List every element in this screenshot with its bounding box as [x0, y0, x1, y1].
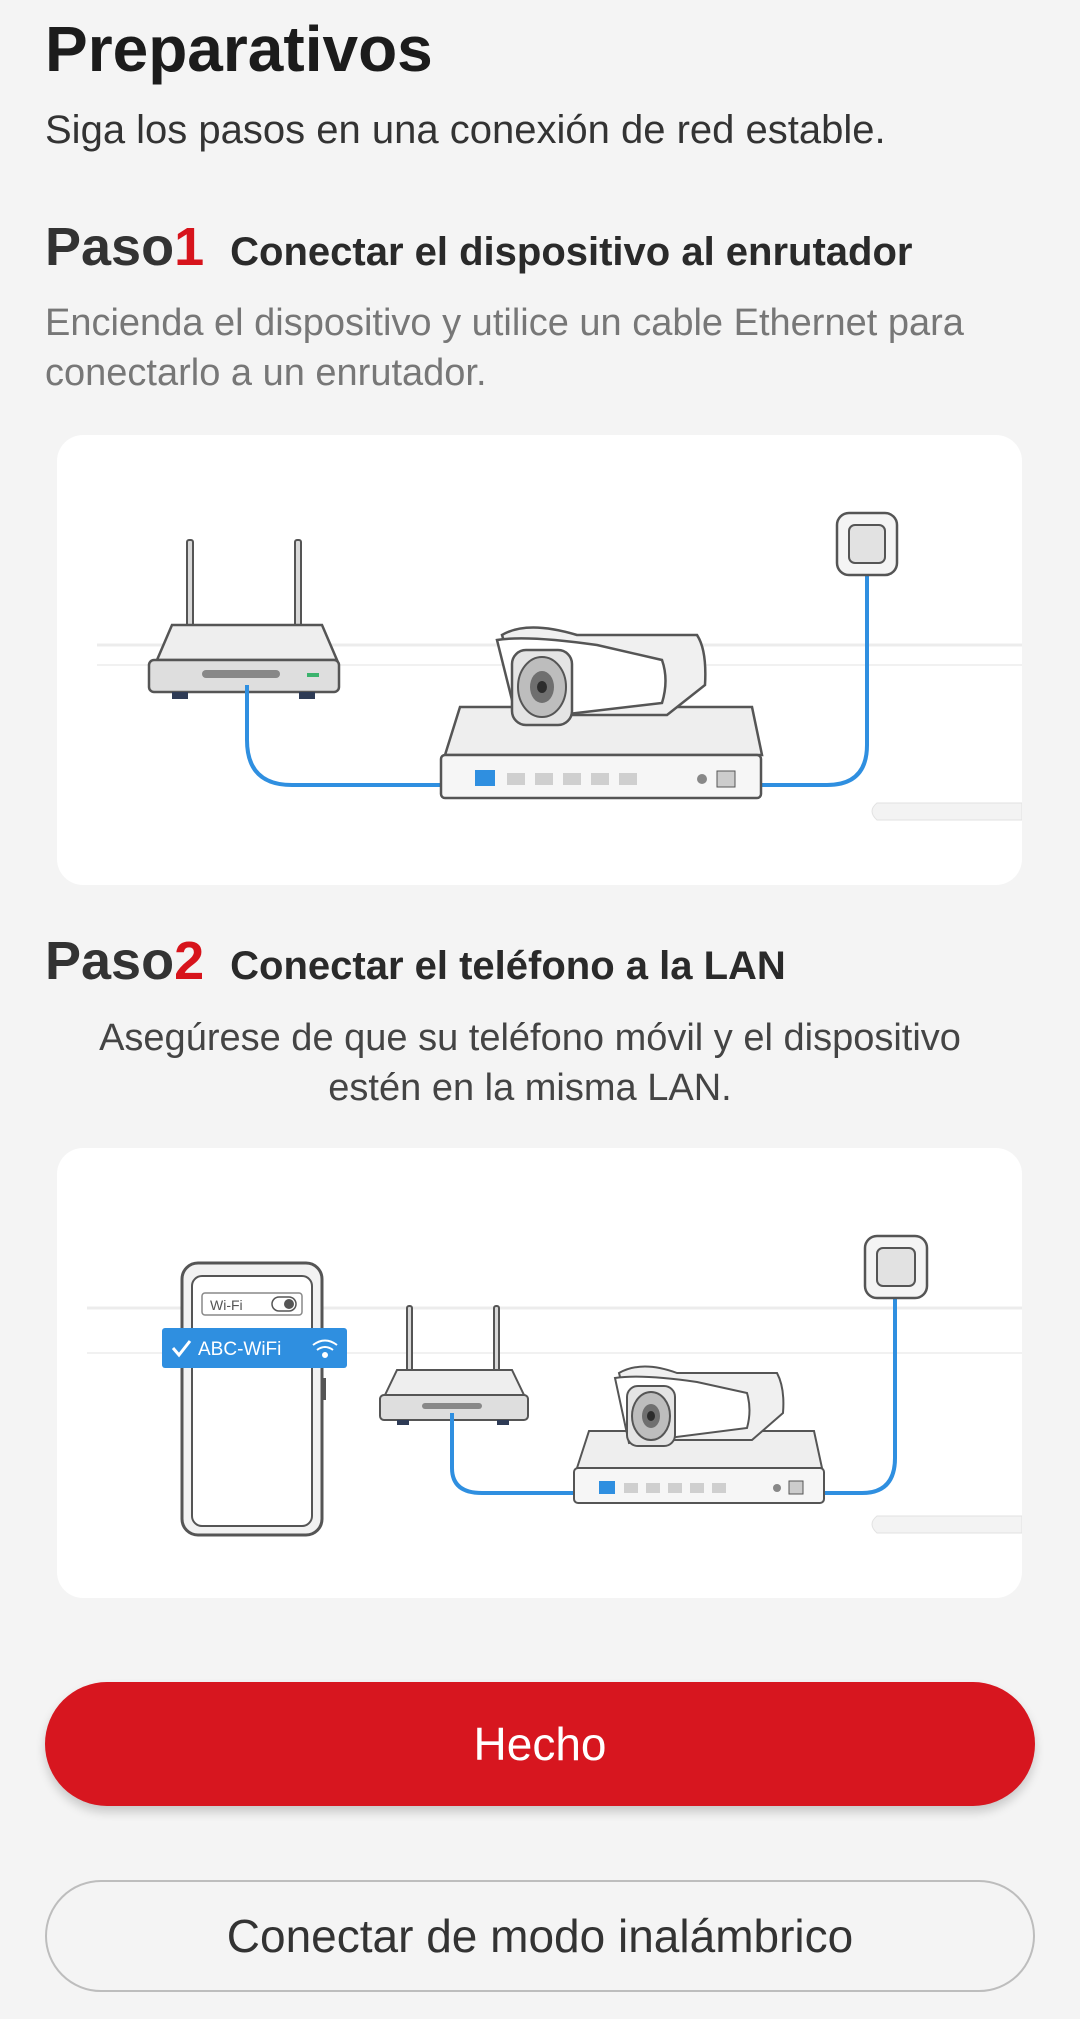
step-2-description: Asegúrese de que su teléfono móvil y el …: [99, 1017, 961, 1109]
camera-icon: [495, 626, 707, 727]
network-banner: ABC-WiFi: [162, 1328, 347, 1368]
phone-icon: Wi-Fi: [180, 1261, 326, 1537]
step-1-description: Encienda el dispositivo y utilice un cab…: [45, 302, 964, 394]
step-1-header: Paso 1 Conectar el dispositivo al enruta…: [45, 216, 913, 278]
camera-icon: [613, 1365, 785, 1447]
step-1-word: Paso: [45, 217, 175, 277]
router-icon: [147, 539, 341, 699]
page-title: Preparativos: [45, 13, 433, 85]
check-icon: [171, 1340, 192, 1358]
power-outlet-icon: [863, 1234, 929, 1300]
nvr-icon: [439, 705, 764, 800]
step-2-number: 2: [174, 931, 205, 991]
wifi-label: Wi-Fi: [210, 1297, 243, 1313]
step-1-number: 1: [174, 217, 205, 277]
step-1-illustration: [57, 435, 1022, 885]
network-name: ABC-WiFi: [198, 1339, 281, 1360]
router-icon: [379, 1305, 529, 1425]
step-2-header: Paso 2 Conectar el teléfono a la LAN: [45, 930, 786, 992]
step-1-title: Conectar el dispositivo al enrutador: [230, 230, 913, 274]
step-2-title: Conectar el teléfono a la LAN: [230, 944, 786, 988]
nvr-icon: [573, 1430, 825, 1504]
wireless-connect-button[interactable]: Conectar de modo inalámbrico: [45, 1880, 1035, 1992]
wifi-icon: [312, 1339, 338, 1358]
step-2-illustration: Wi-Fi ABC-WiFi: [57, 1148, 1022, 1598]
step-2-word: Paso: [45, 931, 175, 991]
page-subtitle: Siga los pasos en una conexión de red es…: [45, 108, 886, 152]
power-outlet-icon: [835, 511, 899, 577]
done-button[interactable]: Hecho: [45, 1682, 1035, 1806]
